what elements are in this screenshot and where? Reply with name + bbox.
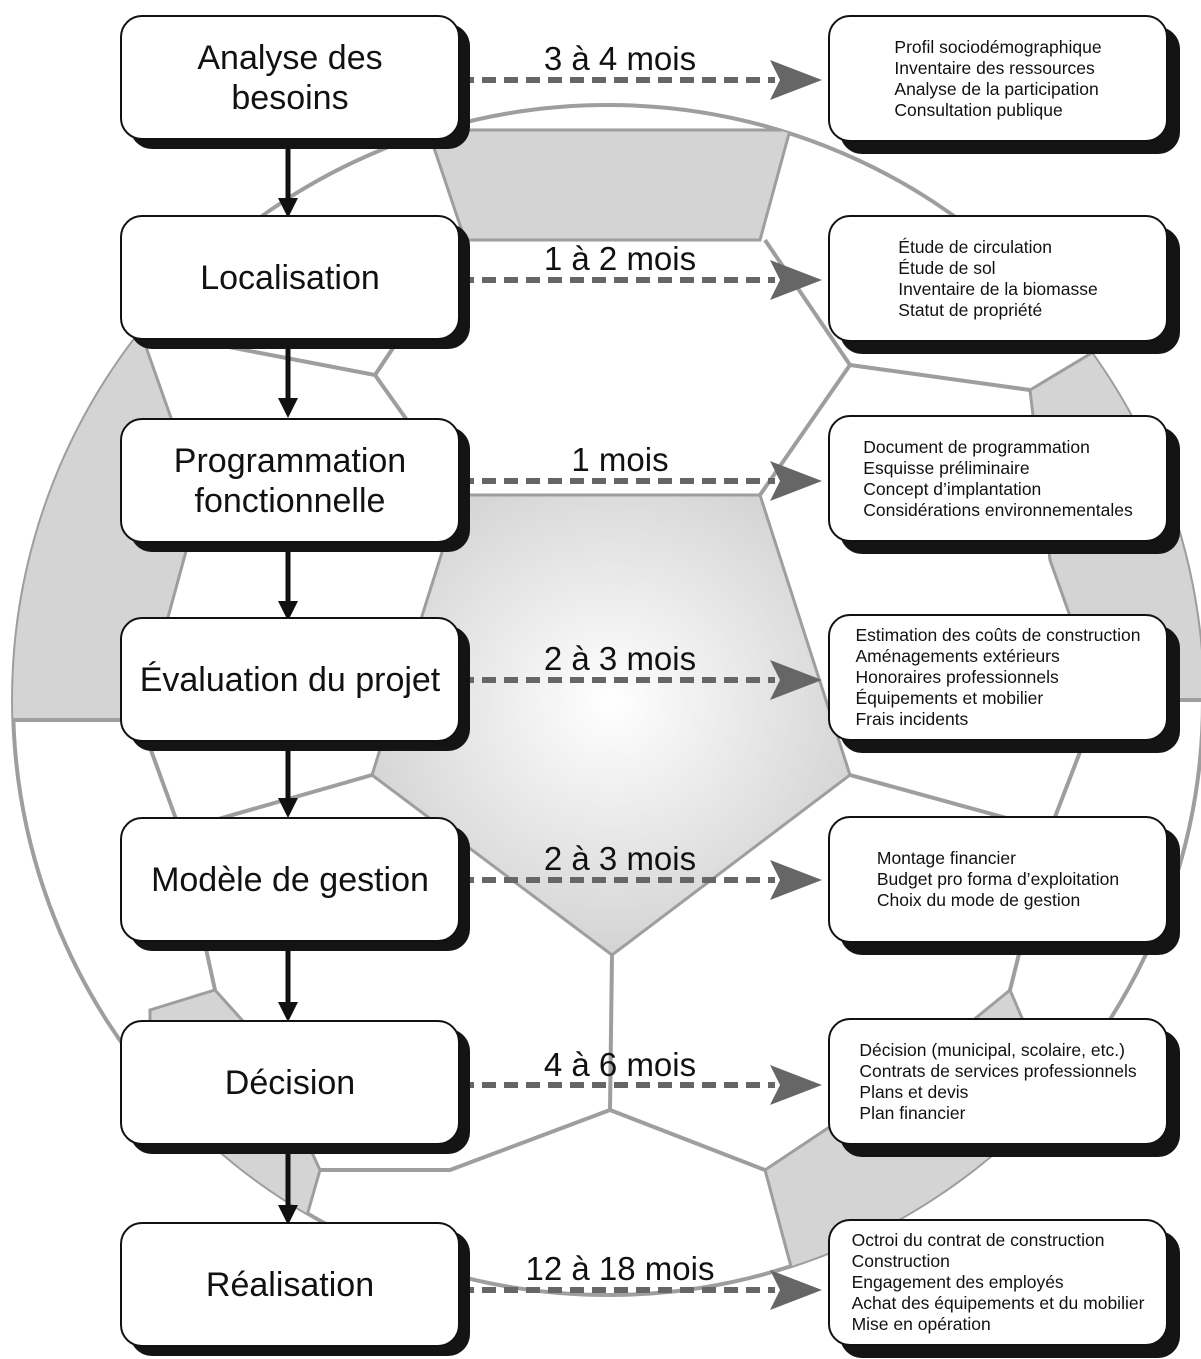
duration-arrow	[460, 461, 822, 501]
stage-evaluation-du-projet: Évaluation du projet	[120, 617, 460, 742]
detail-list: Estimation des coûts de construction Amé…	[855, 625, 1140, 730]
detail-item: Concept d’implantation	[863, 478, 1042, 499]
detail-item: Contrats de services professionnels	[859, 1060, 1137, 1081]
stage-localisation: Localisation	[120, 215, 460, 340]
detail-item: Octroi du contrat de construction	[851, 1230, 1105, 1250]
detail-list: Montage financier Budget pro forma d’exp…	[877, 848, 1119, 911]
duration-arrows	[460, 60, 822, 1310]
detail-item: Frais incidents	[855, 709, 969, 729]
stage-realisation: Réalisation	[120, 1222, 460, 1347]
detail-item: Choix du mode de gestion	[876, 890, 1081, 910]
detail-item: Document de programmation	[863, 436, 1090, 457]
detail-item: Équipements et mobilier	[855, 688, 1044, 708]
detail-item: Mise en opération	[851, 1314, 991, 1334]
duration-label: 1 mois	[571, 441, 669, 478]
duration-arrow	[460, 860, 822, 900]
stage-modele-de-gestion: Modèle de gestion	[120, 817, 460, 942]
detail-item: Consultation publique	[894, 99, 1063, 120]
duration-arrow	[460, 60, 822, 100]
duration-label: 2 à 3 mois	[543, 640, 697, 677]
detail-box-gestion: Montage financier Budget pro forma d’exp…	[828, 816, 1168, 943]
detail-item: Achat des équipements et du mobilier	[851, 1293, 1145, 1313]
stage-decision: Décision	[120, 1020, 460, 1145]
detail-box-analyse: Profil sociodémographique Inventaire des…	[828, 15, 1168, 142]
detail-item: Montage financier	[876, 848, 1016, 868]
detail-item: Engagement des employés	[851, 1272, 1064, 1292]
detail-item: Estimation des coûts de construction	[855, 625, 1141, 645]
duration-arrow	[460, 660, 822, 700]
top-dark-patch	[425, 128, 792, 242]
detail-item: Étude de sol	[898, 257, 996, 278]
duration-arrow	[460, 1065, 822, 1105]
detail-list: Décision (municipal, scolaire, etc.) Con…	[859, 1040, 1136, 1124]
detail-item: Analyse de la participation	[894, 78, 1099, 99]
detail-item: Plans et devis	[859, 1081, 969, 1102]
detail-item: Plan financier	[859, 1102, 966, 1123]
stage-analyse-des-besoins: Analyse des besoins	[120, 15, 460, 140]
detail-list: Document de programmation Esquisse préli…	[863, 437, 1132, 521]
stage-programmation-fonctionnelle: Programmation fonctionnelle	[120, 418, 460, 543]
detail-box-realisation: Octroi du contrat de construction Constr…	[828, 1219, 1168, 1346]
duration-label: 1 à 2 mois	[543, 240, 697, 277]
detail-item: Honoraires professionnels	[855, 667, 1059, 687]
detail-box-evaluation: Estimation des coûts de construction Amé…	[828, 614, 1168, 741]
detail-list: Étude de circulation Étude de sol Invent…	[898, 237, 1097, 321]
detail-list: Profil sociodémographique Inventaire des…	[894, 37, 1101, 121]
detail-item: Esquisse préliminaire	[863, 457, 1030, 478]
detail-box-decision: Décision (municipal, scolaire, etc.) Con…	[828, 1018, 1168, 1145]
duration-arrow	[460, 260, 822, 300]
duration-arrow	[460, 1270, 822, 1310]
duration-label: 2 à 3 mois	[543, 840, 697, 877]
detail-box-programmation: Document de programmation Esquisse préli…	[828, 415, 1168, 542]
detail-item: Décision (municipal, scolaire, etc.)	[859, 1039, 1125, 1060]
detail-item: Aménagements extérieurs	[855, 646, 1060, 666]
duration-label: 4 à 6 mois	[543, 1046, 697, 1083]
detail-item: Profil sociodémographique	[894, 36, 1102, 57]
detail-item: Étude de circulation	[898, 236, 1052, 257]
detail-item: Inventaire des ressources	[894, 57, 1095, 78]
detail-box-localisation: Étude de circulation Étude de sol Invent…	[828, 215, 1168, 342]
detail-list: Octroi du contrat de construction Constr…	[852, 1230, 1145, 1335]
detail-item: Inventaire de la biomasse	[898, 278, 1098, 299]
detail-item: Considérations environnementales	[863, 499, 1133, 520]
detail-item: Budget pro forma d’exploitation	[876, 869, 1120, 889]
duration-label: 3 à 4 mois	[543, 40, 697, 77]
detail-item: Construction	[851, 1251, 950, 1271]
duration-label: 12 à 18 mois	[525, 1250, 715, 1287]
detail-item: Statut de propriété	[898, 299, 1043, 320]
